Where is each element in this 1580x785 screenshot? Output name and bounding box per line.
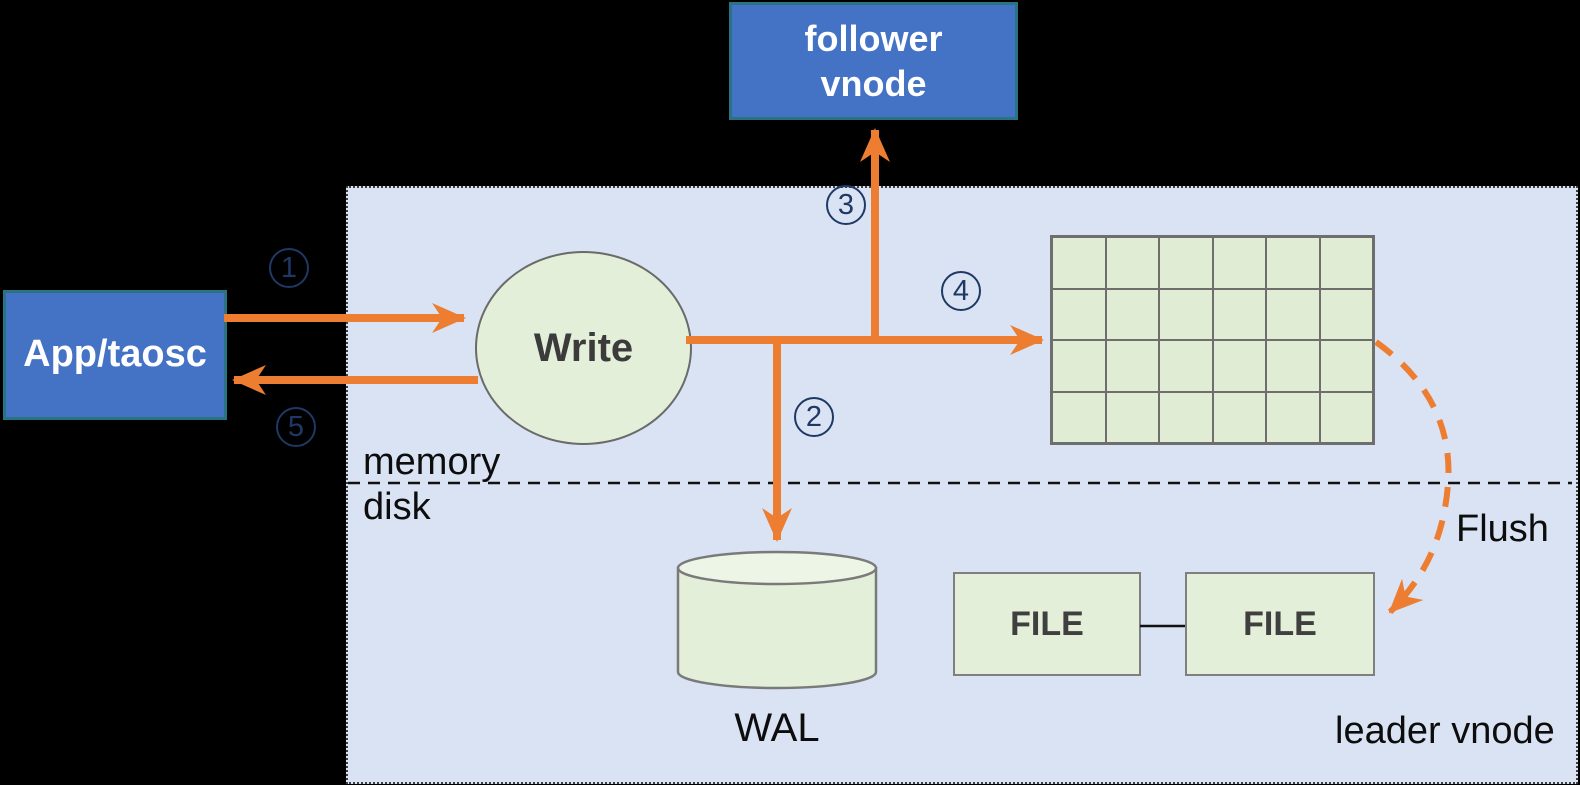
- step-4-badge: 4: [941, 271, 981, 311]
- memory-cell: [1266, 340, 1320, 392]
- memory-cell: [1105, 237, 1159, 289]
- memory-cell: [1212, 391, 1266, 443]
- step-2-badge: 2: [794, 397, 834, 437]
- wal-label: WAL: [734, 706, 820, 750]
- follower-vnode-label: follower vnode: [804, 18, 943, 104]
- memory-cell: [1319, 391, 1373, 443]
- memory-cell: [1319, 340, 1373, 392]
- file-node-right: FILE: [1185, 572, 1375, 676]
- memory-cell: [1052, 340, 1106, 392]
- file-left-label: FILE: [1010, 604, 1084, 643]
- memory-cell: [1212, 237, 1266, 289]
- file-right-label: FILE: [1243, 604, 1317, 643]
- memory-cell: [1266, 237, 1320, 289]
- memory-cell: [1212, 340, 1266, 392]
- memory-cell: [1266, 288, 1320, 340]
- memory-cell: [1319, 237, 1373, 289]
- memory-cell: [1052, 391, 1106, 443]
- disk-zone-label: disk: [363, 486, 431, 528]
- memory-cell: [1159, 237, 1213, 289]
- memory-cell: [1052, 288, 1106, 340]
- leader-vnode-label: leader vnode: [1335, 710, 1555, 752]
- app-taosc-node: App/taosc: [3, 290, 227, 420]
- memory-cell: [1105, 340, 1159, 392]
- memory-cell: [1319, 288, 1373, 340]
- flush-label: Flush: [1456, 508, 1549, 550]
- memory-cell: [1212, 288, 1266, 340]
- step-1-badge: 1: [269, 248, 309, 288]
- step-5-badge: 5: [276, 407, 316, 447]
- memory-cell: [1266, 391, 1320, 443]
- memory-cell: [1105, 288, 1159, 340]
- memory-cell: [1159, 340, 1213, 392]
- write-label: Write: [533, 325, 634, 370]
- file-node-left: FILE: [953, 572, 1141, 676]
- memory-cell: [1052, 237, 1106, 289]
- memory-cell: [1159, 391, 1213, 443]
- memory-zone-label: memory: [363, 441, 501, 483]
- step-3-badge: 3: [826, 185, 866, 225]
- follower-vnode-node: follower vnode: [729, 2, 1018, 120]
- write-process-node: Write: [475, 251, 692, 445]
- app-taosc-label: App/taosc: [23, 333, 207, 376]
- memory-cell: [1159, 288, 1213, 340]
- memory-buffer-grid: [1050, 235, 1375, 445]
- memory-cell: [1105, 391, 1159, 443]
